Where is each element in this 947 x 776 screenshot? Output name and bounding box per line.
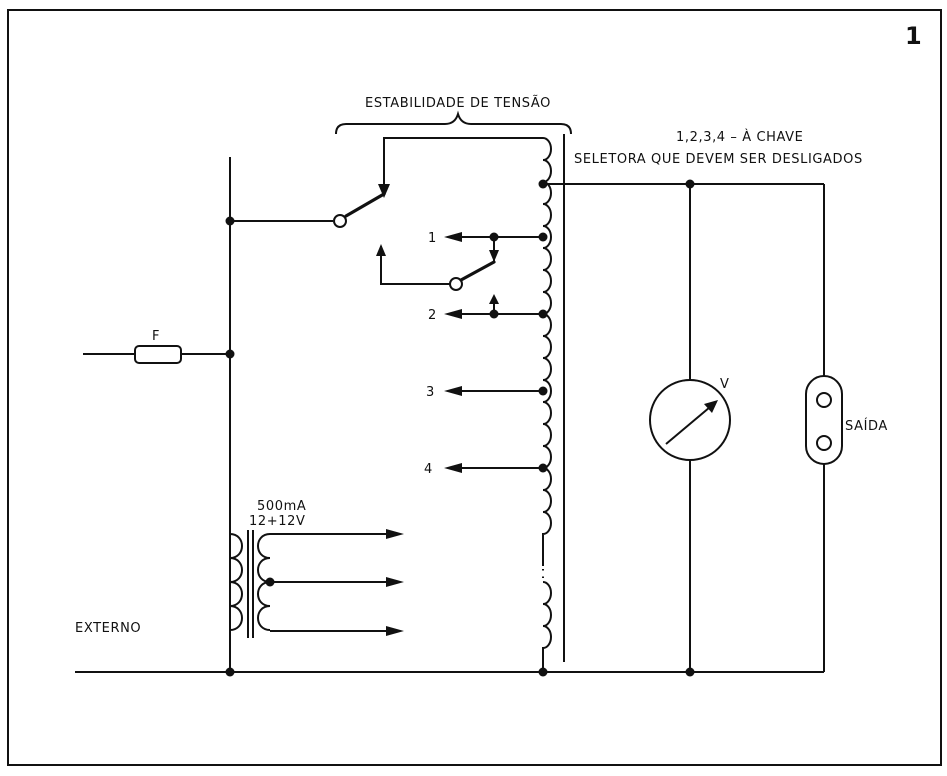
- figure-frame: [7, 9, 942, 766]
- arrow-head: [386, 529, 404, 539]
- transformer-current-label: 500mA: [257, 499, 306, 514]
- arrow-head: [704, 400, 718, 413]
- tap-label: 2: [428, 308, 437, 323]
- figure-number: 1: [905, 22, 922, 50]
- junction-dot: [265, 577, 275, 587]
- voltage-stability-label: ESTABILIDADE DE TENSÃO: [365, 95, 551, 111]
- switch-arrow-wire: [383, 137, 543, 194]
- voltmeter-needle: [665, 401, 717, 445]
- arrow-head: [386, 577, 404, 587]
- socket-terminal: [816, 435, 832, 451]
- transformer-primary: [229, 533, 243, 631]
- stability-brace: [335, 110, 572, 135]
- arrow-head: [386, 626, 404, 636]
- junction-dot: [225, 349, 235, 359]
- fuse: [134, 345, 182, 364]
- autotransformer-winding: [542, 137, 552, 566]
- tap-1: 1: [428, 231, 548, 246]
- arrow-head: [489, 294, 499, 304]
- tap-4: 4: [424, 462, 548, 477]
- voltmeter: [649, 379, 731, 461]
- fuse-label: F: [152, 329, 160, 344]
- note-line-2: SELETORA QUE DEVEM SER DESLIGADOS: [574, 152, 863, 167]
- external-label: EXTERNO: [75, 621, 141, 636]
- secondary-switch-wire: [380, 246, 450, 285]
- socket-terminal: [816, 392, 832, 408]
- arrow-head: [378, 184, 390, 198]
- output-socket: [805, 375, 843, 465]
- selector-switch-pivot: [333, 214, 347, 228]
- selector-switch-blade: [344, 192, 386, 218]
- tap-label: 4: [424, 462, 433, 477]
- arrow-head: [489, 250, 499, 262]
- voltmeter-label: V: [720, 377, 730, 392]
- transformer-voltage-label: 12+12V: [249, 514, 305, 529]
- tap-3: 3: [426, 385, 548, 400]
- arrow-head: [376, 244, 386, 256]
- junction-dot: [538, 667, 548, 677]
- junction-dot: [538, 179, 548, 189]
- tap-label: 3: [426, 385, 435, 400]
- secondary-switch-blade: [459, 260, 496, 282]
- secondary-switch-pivot: [449, 277, 463, 291]
- autotransformer-winding-lower: [542, 581, 552, 672]
- output-label: SAÍDA: [845, 418, 888, 434]
- tap-label: 1: [428, 231, 437, 246]
- note-line-1: 1,2,3,4 – À CHAVE: [676, 129, 804, 145]
- tap-2: 2: [428, 308, 548, 323]
